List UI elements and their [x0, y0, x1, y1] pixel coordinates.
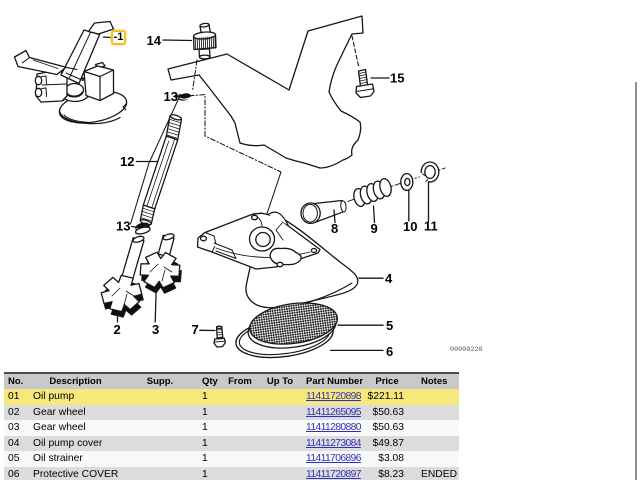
svg-text:6: 6 — [386, 344, 393, 359]
svg-text:00000220: 00000220 — [450, 346, 483, 354]
svg-text:15: 15 — [390, 71, 404, 86]
svg-text:13: 13 — [164, 89, 178, 104]
svg-text:11: 11 — [424, 219, 438, 234]
svg-text:14: 14 — [147, 33, 162, 48]
svg-text:2: 2 — [114, 322, 121, 337]
svg-text:12: 12 — [120, 154, 134, 169]
svg-text:3: 3 — [152, 322, 159, 337]
svg-text:10: 10 — [403, 219, 417, 234]
svg-text:8: 8 — [331, 221, 338, 236]
svg-text:13: 13 — [116, 219, 130, 234]
svg-text:9: 9 — [371, 221, 378, 236]
svg-text:4: 4 — [385, 271, 393, 286]
svg-text:7: 7 — [192, 322, 199, 337]
svg-text:5: 5 — [386, 318, 393, 333]
